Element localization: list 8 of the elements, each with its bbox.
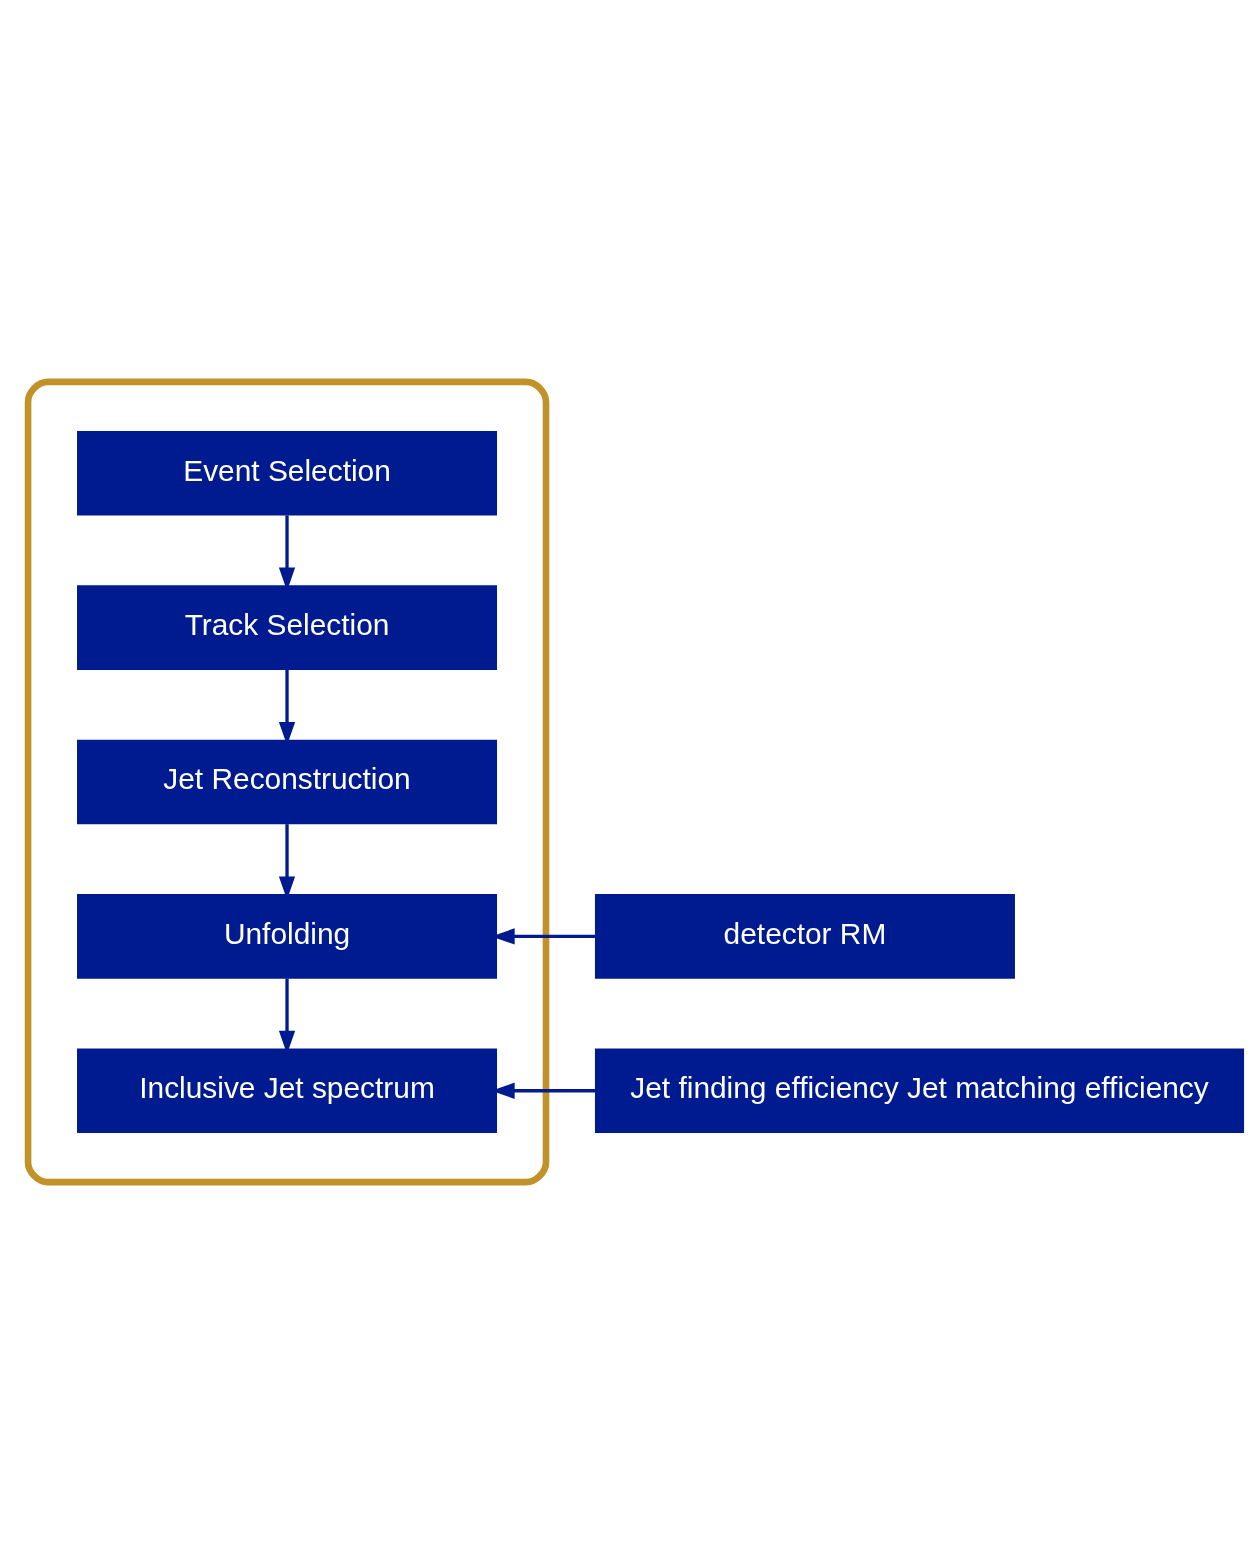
- node-box: detector RM: [594, 894, 1015, 979]
- node-box: Event Selection: [77, 430, 497, 516]
- node-box: Jet finding efficiency Jet matching efficiency: [594, 1048, 1245, 1134]
- node-box: Unfolding: [77, 894, 497, 979]
- node-box: Track Selection: [77, 585, 497, 670]
- cluster: [24, 378, 550, 1186]
- node-box: Jet Reconstruction: [77, 739, 497, 825]
- node-box: Inclusive Jet spectrum: [77, 1048, 497, 1134]
